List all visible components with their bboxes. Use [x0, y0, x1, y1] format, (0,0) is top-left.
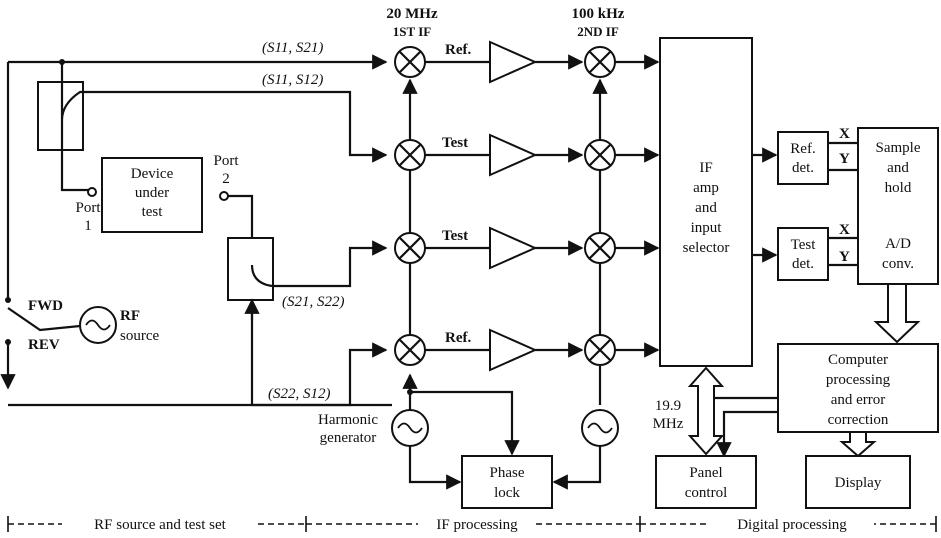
ad-line-2: conv. [882, 256, 914, 272]
dut-line-2: under [135, 185, 169, 201]
s-param-mid: (S21, S22) [282, 294, 345, 310]
if-amp-line-4: input [691, 220, 723, 236]
panel-line-1: Panel [689, 465, 722, 481]
section-if: IF processing [436, 517, 518, 533]
panel-line-2: control [685, 485, 728, 501]
if1-name: 1ST IF [393, 24, 431, 39]
if2-name: 2ND IF [577, 24, 619, 39]
bidirectional-bus-arrow [687, 366, 725, 456]
mixer-1-row-3 [394, 232, 426, 264]
computer-line-3: and error [831, 392, 886, 408]
mixer-2-row-1 [584, 46, 616, 78]
test-det-line-1: Test [791, 237, 817, 253]
port1-label: Port [75, 200, 101, 216]
x-label-lower: X [839, 222, 850, 238]
rf-label: RF [120, 308, 140, 324]
if1-freq: 20 MHz [386, 6, 438, 22]
y-label-lower: Y [839, 249, 850, 265]
s-param-top1: (S11, S21) [262, 40, 323, 56]
amplifier-test-upper [489, 133, 538, 177]
mixer-2-row-2 [584, 139, 616, 171]
computer-line-1: Computer [828, 352, 888, 368]
digital-processing: IF amp and input selector Ref. det. Test… [653, 37, 939, 509]
y-label-upper: Y [839, 151, 850, 167]
ref-det-line-1: Ref. [790, 141, 815, 157]
test-det-line-2: det. [792, 256, 814, 272]
sample-hold-line-1: Sample [876, 140, 921, 156]
amplifier-ref-upper [489, 40, 538, 84]
s-param-bot: (S22, S12) [268, 386, 331, 402]
section-digital: Digital processing [737, 517, 847, 533]
port2-label: Port [213, 153, 239, 169]
channel-test-lower: Test [442, 228, 468, 244]
amplifier-test-lower [489, 226, 538, 270]
channel-ref-upper: Ref. [445, 42, 471, 58]
ref-det-line-2: det. [792, 160, 814, 176]
if-amp-line-3: and [695, 200, 717, 216]
display-flow-arrow [839, 431, 877, 458]
if-amp-selector-block [659, 37, 753, 367]
port1-number: 1 [84, 218, 92, 234]
channel-ref-lower: Ref. [445, 330, 471, 346]
if2-freq: 100 kHz [572, 6, 625, 22]
mixer-2-row-3 [584, 232, 616, 264]
source-label: source [120, 328, 159, 344]
port2-number: 2 [222, 171, 230, 187]
if-amp-line-2: amp [693, 180, 719, 196]
sample-hold-line-3: hold [885, 180, 912, 196]
section-bar: RF source and test set IF processing Dig… [7, 514, 937, 534]
freq-199-label: 19.9 [655, 398, 681, 414]
rf-test-set: Device under test Port 1 Port 2 FWD REV … [0, 40, 392, 407]
ad-line-1: A/D [885, 236, 911, 252]
if-processing: 20 MHz 1ST IF 100 kHz 2ND IF Ref. Test T… [318, 6, 660, 509]
phase-lock-line-2: lock [494, 485, 520, 501]
section-rf: RF source and test set [94, 517, 226, 533]
dut-line-1: Device [131, 166, 174, 182]
if-amp-line-5: selector [683, 240, 730, 256]
mixer-1-row-2 [394, 139, 426, 171]
phase-lock-block [461, 455, 553, 509]
s-param-top2: (S11, S12) [262, 72, 323, 88]
amplifier-ref-lower [489, 328, 538, 372]
data-flow-arrow [873, 283, 921, 344]
display-block [805, 455, 911, 509]
test-detector-block [777, 227, 829, 281]
directional-coupler-2 [227, 237, 274, 301]
mhz-label: MHz [653, 416, 684, 432]
panel-control-block [655, 455, 757, 509]
display-line-1: Display [835, 475, 882, 491]
device-under-test-block [101, 157, 203, 233]
mixer-1-row-4 [394, 334, 426, 366]
phase-lock-line-1: Phase [490, 465, 525, 481]
if-amp-line-1: IF [699, 160, 712, 176]
mixer-2-row-4 [584, 334, 616, 366]
channel-test-upper: Test [442, 135, 468, 151]
sample-hold-ad-block [857, 127, 939, 285]
ref-detector-block [777, 131, 829, 185]
computer-line-2: processing [826, 372, 891, 388]
harmonic-label: Harmonic [318, 412, 378, 428]
x-label-upper: X [839, 126, 850, 142]
directional-coupler-1 [37, 81, 84, 151]
dut-line-3: test [142, 204, 164, 220]
rev-label: REV [28, 337, 60, 353]
computer-line-4: correction [828, 412, 889, 428]
sample-hold-line-2: and [887, 160, 909, 176]
fwd-label: FWD [28, 298, 63, 314]
mixer-1-row-1 [394, 46, 426, 78]
generator-label: generator [320, 430, 377, 446]
